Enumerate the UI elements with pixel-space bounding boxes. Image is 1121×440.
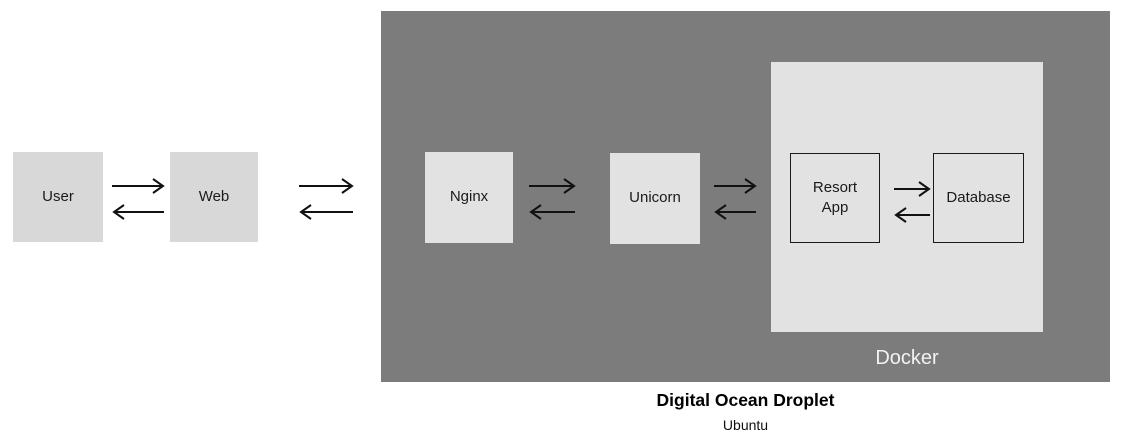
droplet-container: Nginx Unicorn Resort App [381,11,1110,382]
arrows-resortapp-database [894,181,931,223]
docker-container: Resort App Database [771,62,1043,332]
node-user-label: User [42,187,74,205]
node-unicorn: Unicorn [610,153,700,244]
node-user: User [13,152,103,242]
node-resort-app: Resort App [790,153,880,243]
arrows-nginx-unicorn [529,178,576,220]
docker-label: Docker [875,347,939,369]
node-nginx: Nginx [425,152,513,243]
node-database-label: Database [946,188,1011,206]
droplet-title: Digital Ocean Droplet [656,390,835,410]
node-resort-app-label: Resort App [812,178,858,216]
arrows-user-web [112,178,165,220]
node-web-label: Web [198,187,230,205]
arrows-web-droplet [299,178,354,220]
node-nginx-label: Nginx [449,188,489,206]
droplet-subtitle: Ubuntu [722,417,769,433]
node-unicorn-label: Unicorn [629,189,681,207]
node-database: Database [933,153,1024,243]
node-web: Web [170,152,258,242]
arrows-unicorn-docker [714,178,757,220]
